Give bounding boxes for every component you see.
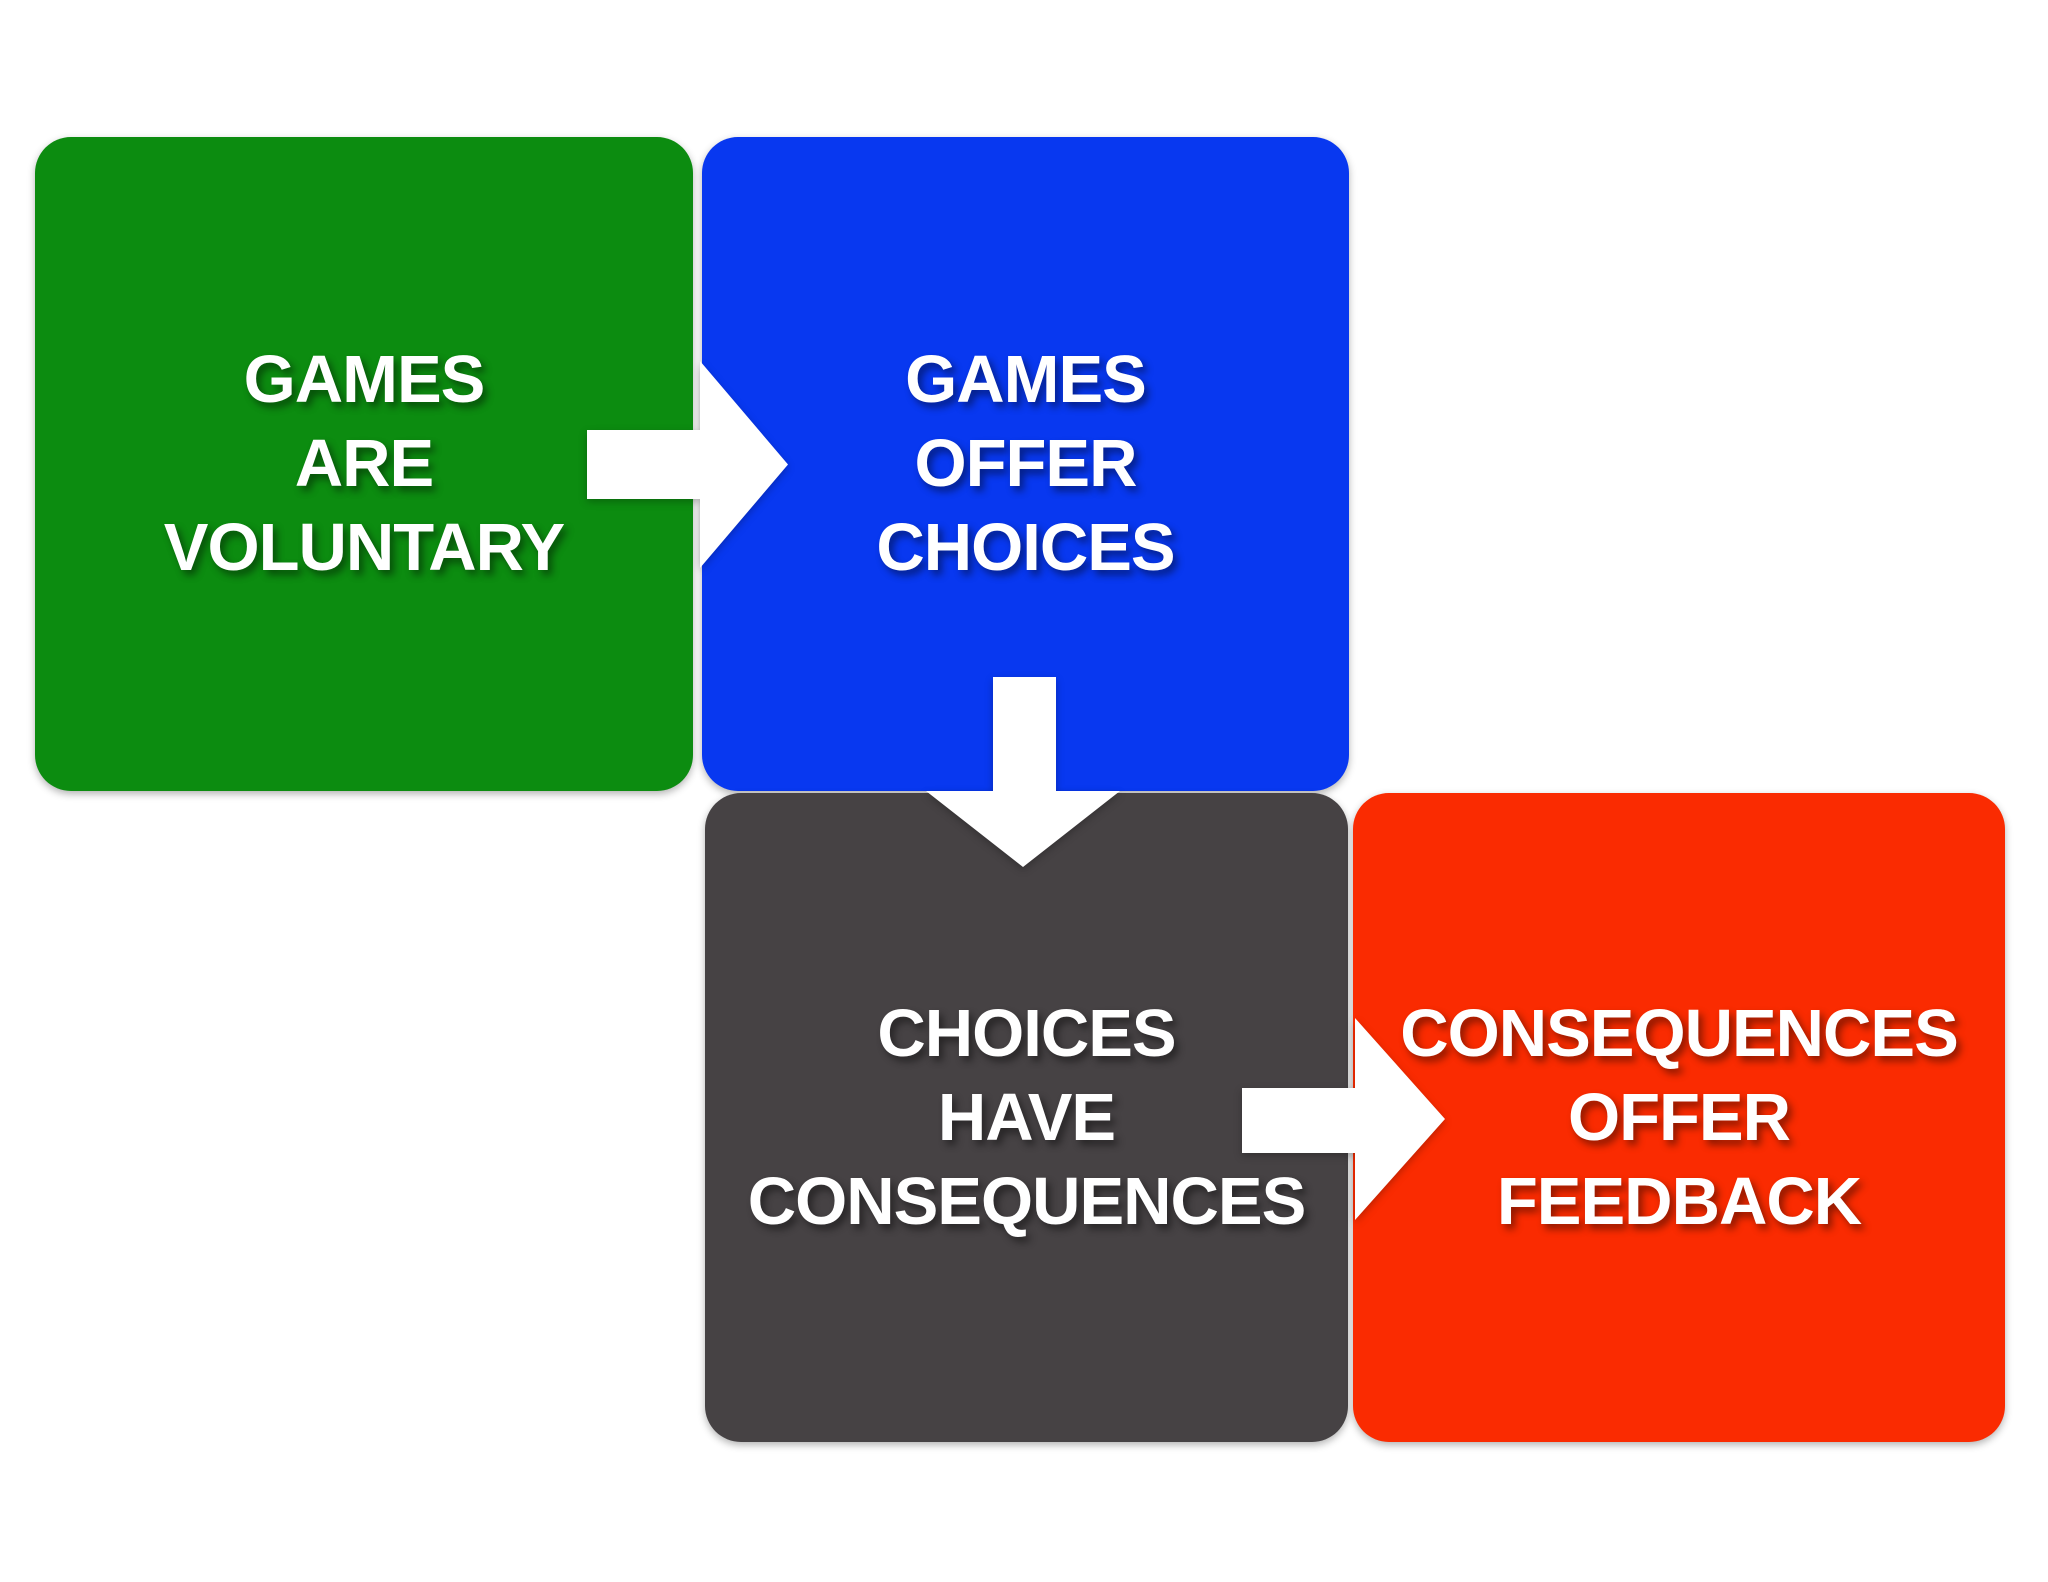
arrow-down-icon [926,677,1120,867]
step-label-games-offer-choices: GAMES OFFER CHOICES [876,342,1175,585]
step-label-games-are-voluntary: GAMES ARE VOLUNTARY [163,342,565,585]
step-box-choices-have-consequences: CHOICES HAVE CONSEQUENCES [705,793,1348,1442]
arrow-right-icon [1242,1018,1445,1220]
arrow-right-icon [587,361,788,568]
step-box-consequences-offer-feedback: CONSEQUENCES OFFER FEEDBACK [1353,793,2005,1442]
step-label-consequences-offer-feedback: CONSEQUENCES OFFER FEEDBACK [1400,995,1959,1239]
step-box-games-are-voluntary: GAMES ARE VOLUNTARY [35,137,693,791]
step-label-choices-have-consequences: CHOICES HAVE CONSEQUENCES [747,995,1307,1239]
